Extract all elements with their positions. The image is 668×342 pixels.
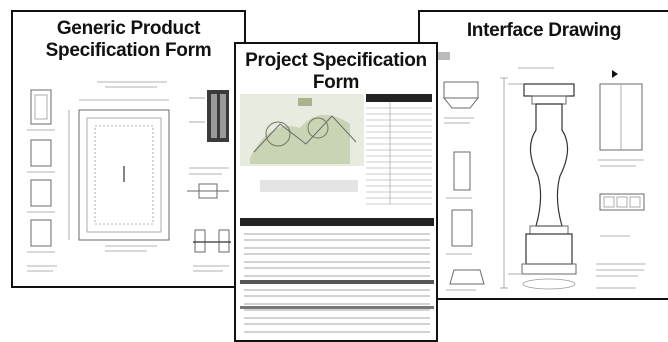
- interface-drawing-card[interactable]: Interface Drawing: [418, 10, 668, 300]
- project-title-line1: Project Specification: [245, 50, 427, 71]
- product-spec-drawing-icon: [27, 81, 231, 272]
- project-spec-card[interactable]: Project Specification Form: [234, 42, 438, 342]
- interface-card-title: Interface Drawing: [466, 20, 622, 41]
- generic-title-line2: Specification Form: [45, 40, 212, 61]
- generic-title-line1: Generic Product: [56, 18, 201, 39]
- baluster-drawing-icon: [428, 52, 646, 291]
- project-card-title: Project Specification Form: [236, 50, 436, 94]
- generic-product-spec-card[interactable]: Generic Product Specification Form: [11, 10, 246, 288]
- project-title-line2: Form: [312, 72, 360, 93]
- generic-card-title: Generic Product Specification Form: [13, 18, 244, 62]
- spec-form-thumbnail-icon: [240, 94, 434, 333]
